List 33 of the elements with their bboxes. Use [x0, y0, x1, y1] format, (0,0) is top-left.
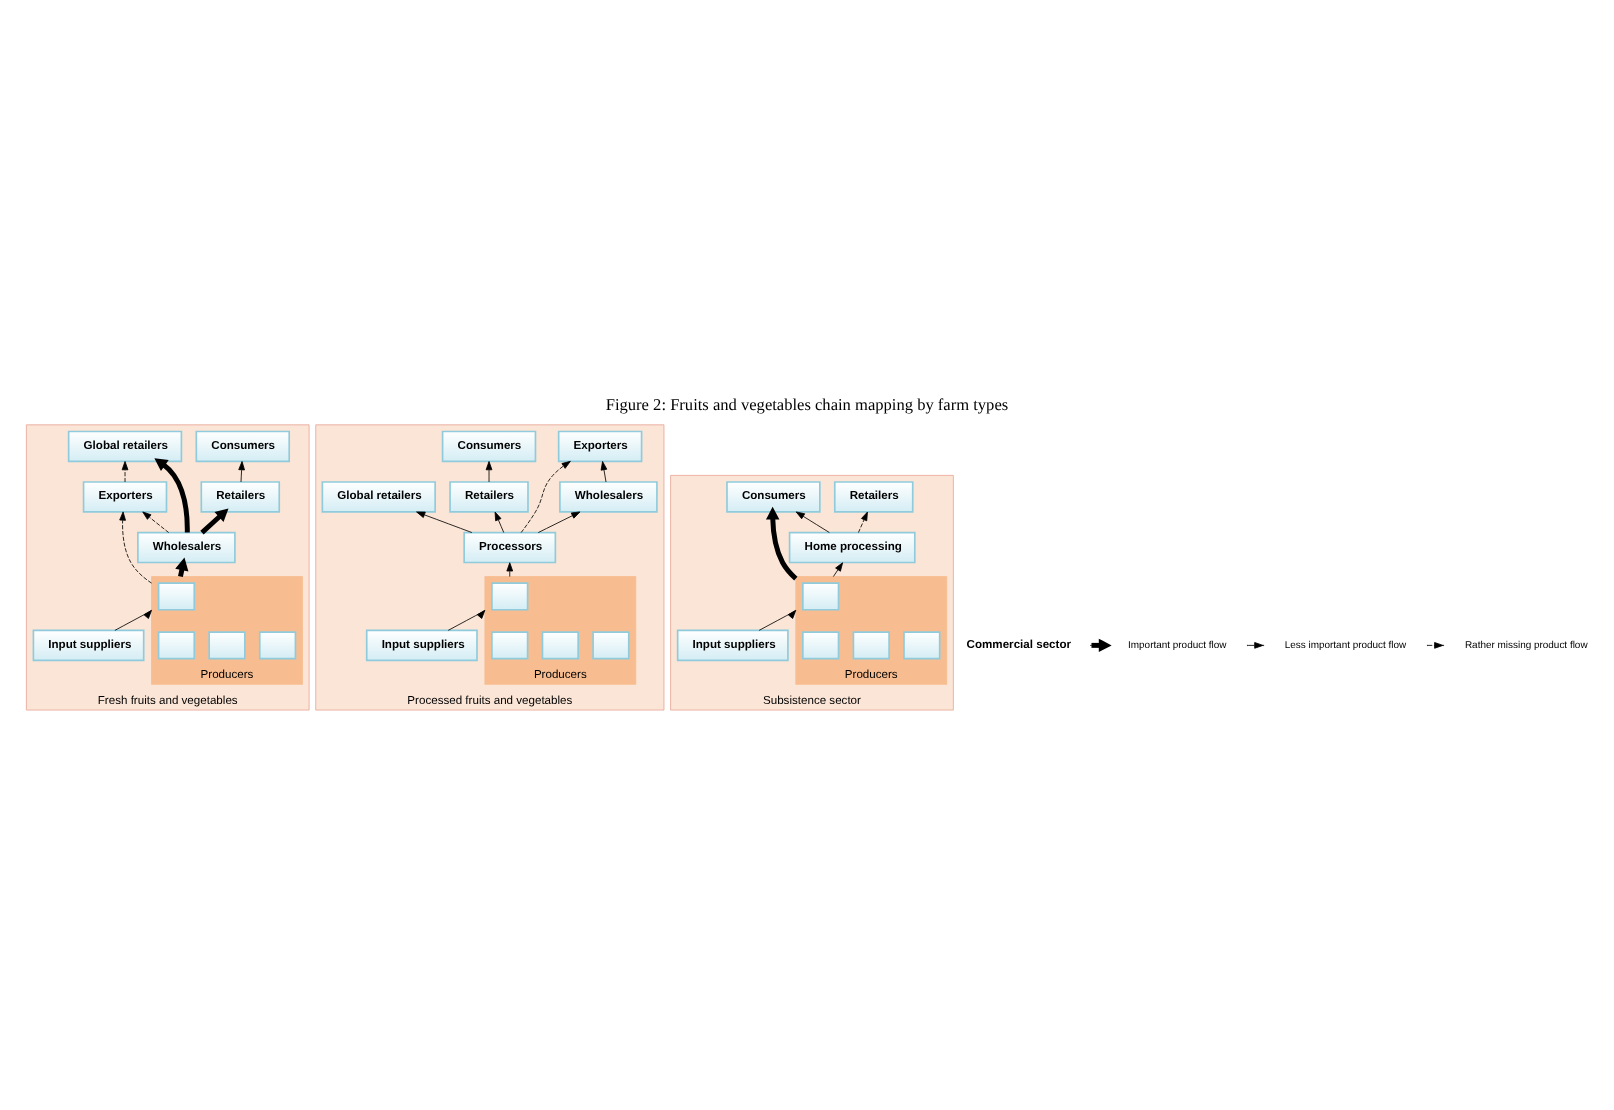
arrow: [858, 511, 868, 533]
arrow: [506, 562, 514, 577]
arrow: [114, 609, 152, 631]
node-box: [491, 582, 529, 611]
arrow: [142, 511, 170, 533]
arrow: [758, 609, 797, 631]
arrow: [832, 562, 844, 577]
arrow: [520, 460, 571, 533]
node-box: [852, 631, 890, 660]
arrow: [485, 461, 493, 483]
arrow: [795, 511, 830, 533]
arrow: [447, 609, 486, 631]
node-box: [258, 631, 297, 660]
diagram-title: Figure 2: Fruits and vegetables chain mapping by farm types: [605, 395, 1009, 414]
arrow: [765, 506, 798, 581]
arrow: [121, 461, 129, 483]
arrow: [494, 511, 505, 533]
arrow: [537, 511, 581, 533]
arrow: [154, 458, 190, 533]
arrow: [238, 461, 245, 483]
arrow: [416, 511, 473, 533]
arrow: [600, 461, 608, 483]
node-box: [592, 631, 630, 660]
arrow: [200, 508, 229, 535]
node-box: [208, 631, 246, 660]
node-box: [157, 631, 196, 660]
arrow: [119, 511, 152, 584]
node-box: [903, 631, 941, 660]
node-box: [802, 582, 840, 611]
node-box: [157, 582, 196, 611]
node-box: [802, 631, 840, 660]
node-box: [491, 631, 529, 660]
node-box: [541, 631, 579, 660]
